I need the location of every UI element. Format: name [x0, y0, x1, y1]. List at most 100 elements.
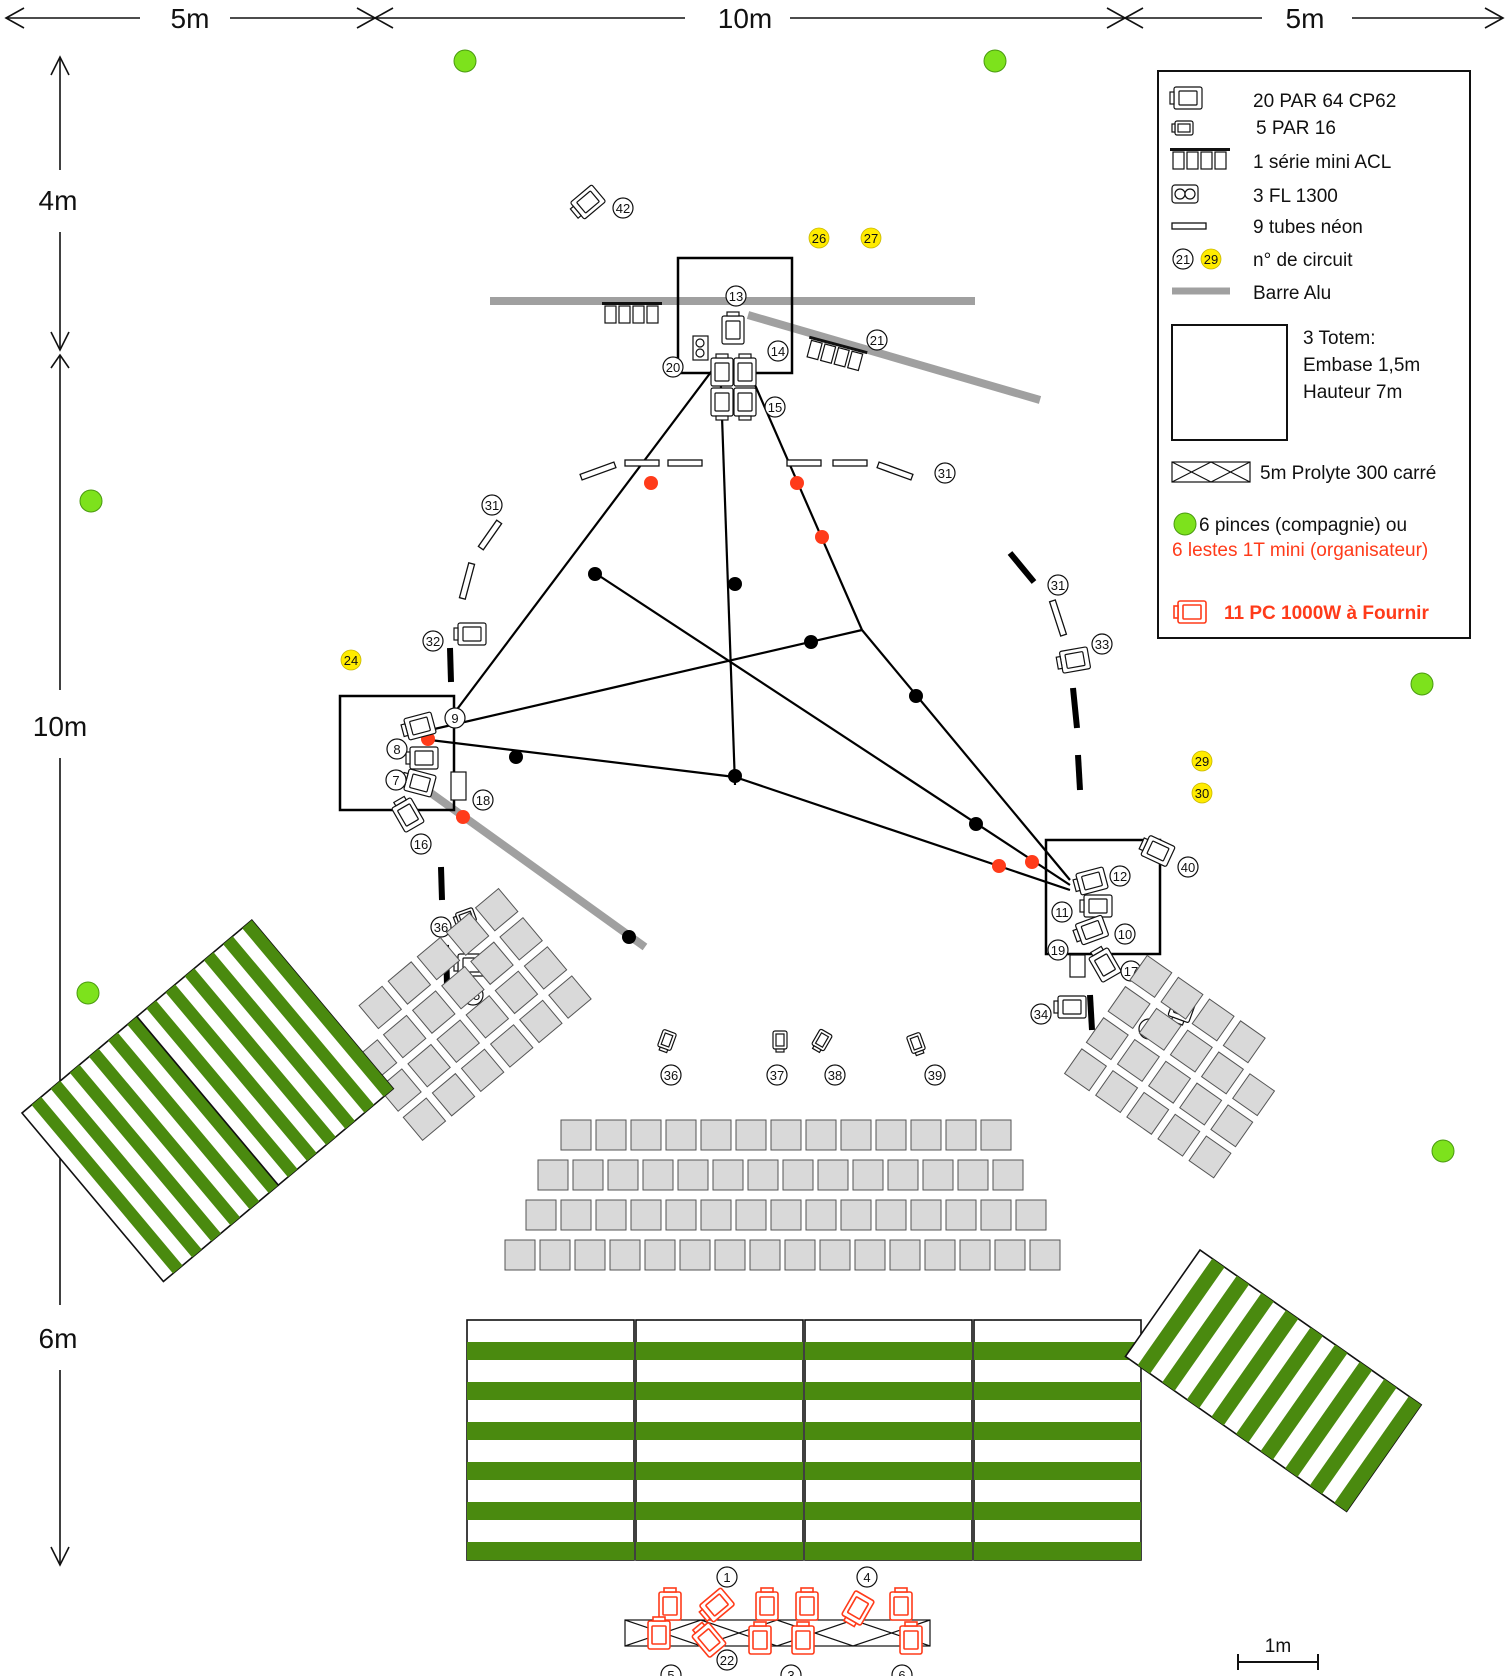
chair — [994, 1239, 1026, 1271]
svg-text:18: 18 — [476, 793, 490, 808]
legend-lestes: 6 lestes 1T mini (organisateur) — [1172, 540, 1428, 561]
fl-icon — [1171, 184, 1199, 204]
chair — [875, 1199, 907, 1231]
chair — [712, 1159, 744, 1191]
chair — [922, 1159, 954, 1191]
chair — [889, 1239, 921, 1271]
bench-stripe — [467, 1342, 634, 1360]
chair — [1129, 954, 1173, 998]
chair — [770, 1119, 802, 1151]
circuit-icon-yellow: 29 — [1200, 248, 1222, 270]
chair — [665, 1119, 697, 1151]
totem-icon — [1171, 324, 1288, 441]
bench-stripe — [1211, 1310, 1299, 1426]
dim-top-right: 5m — [1286, 3, 1325, 34]
svg-text:31: 31 — [1051, 578, 1065, 593]
svg-text:22: 22 — [720, 1653, 734, 1668]
dim-left-top: 4m — [39, 185, 78, 216]
scale-label: 1m — [1265, 1636, 1291, 1657]
svg-text:20: 20 — [666, 360, 680, 375]
chair — [1029, 1239, 1061, 1271]
chair — [474, 887, 519, 932]
svg-text:8: 8 — [393, 742, 400, 757]
chair — [441, 965, 485, 1010]
chair — [1222, 1020, 1266, 1064]
chair — [539, 1239, 571, 1271]
chair — [784, 1239, 816, 1271]
chair — [1085, 1017, 1129, 1061]
chair — [411, 990, 456, 1034]
bench-stripe — [636, 1342, 803, 1360]
bench-stripe — [805, 1462, 972, 1480]
chair — [644, 1239, 676, 1271]
circuit-icon-black: 21 — [1172, 248, 1194, 270]
chair — [358, 985, 403, 1030]
chair — [504, 1239, 536, 1271]
fixtures-top — [566, 183, 869, 421]
chair — [910, 1119, 942, 1151]
chair — [735, 1199, 767, 1231]
bench-stripe — [203, 952, 355, 1129]
chair — [1210, 1104, 1254, 1148]
chair — [402, 1097, 447, 1142]
chair — [387, 961, 432, 1005]
svg-text:29: 29 — [1204, 252, 1218, 267]
circuit-numbers-yellow: 26 27 24 29 30 — [340, 227, 1213, 804]
svg-text:5: 5 — [667, 1668, 674, 1676]
svg-text:12: 12 — [1113, 869, 1127, 884]
legend-circuit: n° de circuit — [1253, 250, 1353, 271]
bench-stripe — [805, 1342, 972, 1360]
benches-right — [1124, 1248, 1423, 1513]
chair — [1126, 1091, 1170, 1135]
svg-text:31: 31 — [485, 498, 499, 513]
bench-stripe — [805, 1502, 972, 1520]
chair — [665, 1199, 697, 1231]
chair — [465, 994, 510, 1039]
bench-stripe — [805, 1422, 972, 1440]
chair — [749, 1239, 781, 1271]
svg-text:33: 33 — [1095, 637, 1109, 652]
legend-par16: 5 PAR 16 — [1256, 118, 1336, 139]
chair — [1188, 1135, 1232, 1179]
neon-icon — [1171, 222, 1207, 230]
svg-text:1: 1 — [723, 1570, 730, 1585]
black-anchor-points — [509, 567, 983, 944]
svg-text:21: 21 — [1176, 252, 1190, 267]
chair — [957, 1159, 989, 1191]
svg-text:14: 14 — [771, 344, 785, 359]
bench-stripe — [467, 1382, 634, 1400]
chair — [560, 1119, 592, 1151]
bench-stripe — [223, 936, 375, 1113]
svg-text:3: 3 — [787, 1668, 794, 1676]
red-leste-points — [421, 476, 1039, 873]
rigging-cables — [429, 359, 1071, 892]
dim-top-left: 5m — [171, 3, 210, 34]
chair — [595, 1199, 627, 1231]
legend-totem-3: Hauteur 7m — [1303, 382, 1402, 403]
chair — [523, 946, 568, 990]
svg-text:27: 27 — [864, 231, 878, 246]
chair — [574, 1239, 606, 1271]
chair — [805, 1119, 837, 1151]
chair — [519, 999, 563, 1044]
fixtures-right — [1053, 646, 1199, 1028]
chairs-right — [1063, 954, 1276, 1179]
chair — [572, 1159, 604, 1191]
chair — [378, 1068, 422, 1112]
legend-alu: Barre Alu — [1253, 283, 1331, 304]
chair — [1179, 1082, 1223, 1126]
neon-tubes — [458, 459, 1068, 637]
scale-bar — [1237, 1654, 1319, 1670]
pc-red-icon — [1173, 600, 1207, 624]
chair — [1116, 1038, 1160, 1083]
bench-stripe — [31, 1096, 183, 1274]
bench-stripe — [974, 1542, 1141, 1560]
svg-text:38: 38 — [828, 1068, 842, 1083]
chair — [817, 1159, 849, 1191]
chair — [537, 1159, 569, 1191]
chair — [489, 1024, 534, 1068]
chair — [642, 1159, 674, 1191]
legend-pc: 11 PC 1000W à Fournir — [1224, 603, 1429, 624]
chair — [460, 1048, 505, 1093]
